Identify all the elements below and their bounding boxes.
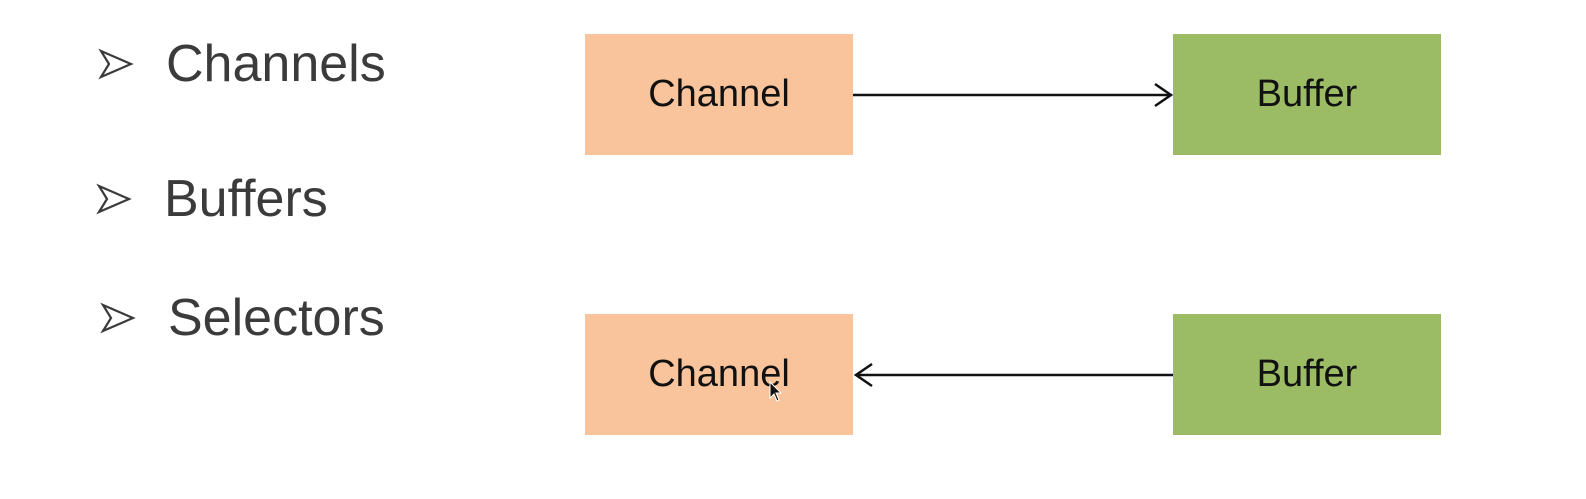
channel-box-top: Channel	[585, 34, 853, 155]
mouse-pointer-icon	[769, 381, 783, 402]
arrowhead-bullet-icon	[96, 183, 132, 215]
buffer-box-bottom: Buffer	[1173, 314, 1441, 435]
bullet-label: Channels	[166, 35, 386, 93]
bullet-item-channels: Channels	[98, 38, 386, 90]
arrow-buffer-to-channel	[853, 362, 1173, 388]
channel-box-bottom: Channel	[585, 314, 853, 435]
channel-label: Channel	[648, 73, 790, 115]
bullet-label: Selectors	[168, 289, 385, 347]
arrowhead-bullet-icon	[100, 302, 136, 334]
channel-label: Channel	[648, 353, 790, 395]
buffer-box-top: Buffer	[1173, 34, 1441, 155]
buffer-label: Buffer	[1256, 353, 1358, 395]
bullet-item-selectors: Selectors	[100, 292, 385, 344]
arrow-channel-to-buffer	[853, 82, 1174, 108]
bullet-item-buffers: Buffers	[96, 173, 328, 225]
buffer-label: Buffer	[1256, 73, 1358, 115]
bullet-label: Buffers	[164, 170, 328, 228]
arrowhead-bullet-icon	[98, 48, 134, 80]
